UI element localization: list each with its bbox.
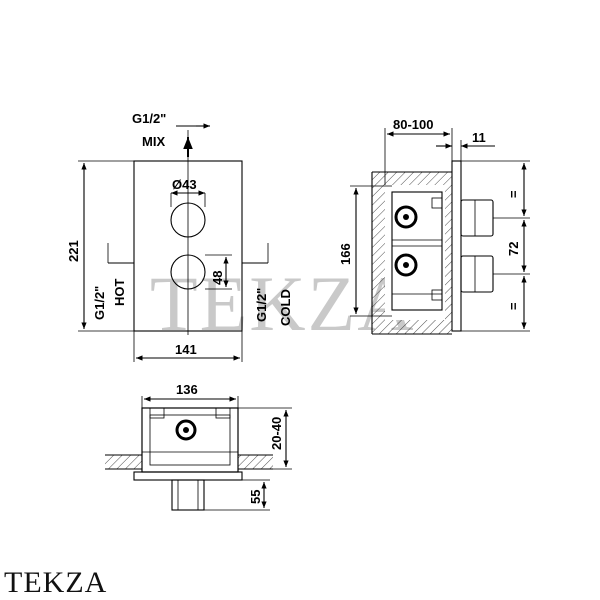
hot-label: HOT bbox=[112, 279, 127, 307]
brand-logo: TEKZA bbox=[4, 566, 108, 599]
hot-thread-label: G1/2" bbox=[92, 286, 107, 320]
side-lower-knob bbox=[460, 255, 494, 293]
upper-knob bbox=[170, 202, 206, 238]
body-height-label: 166 bbox=[338, 243, 353, 265]
bottom-cover-plate bbox=[133, 471, 243, 481]
mix-label: MIX bbox=[142, 134, 165, 149]
cold-thread-label: G1/2" bbox=[254, 288, 269, 322]
side-view: 80-100 11 166 = 72 = bbox=[338, 117, 530, 335]
diameter-label: Ø43 bbox=[172, 177, 197, 192]
equal-top-label: = bbox=[506, 190, 521, 198]
plate-thickness-label: 11 bbox=[472, 130, 486, 145]
bottom-port bbox=[175, 419, 197, 441]
knob-spacing-label: 72 bbox=[506, 242, 521, 256]
side-upper-port bbox=[394, 205, 418, 229]
side-upper-knob bbox=[460, 199, 494, 237]
side-lower-port bbox=[394, 253, 418, 277]
bottom-view: 136 20-40 55 bbox=[105, 382, 292, 511]
cold-label: COLD bbox=[278, 289, 293, 326]
protrusion-label: 55 bbox=[248, 490, 263, 504]
bottom-width-label: 136 bbox=[176, 382, 198, 397]
width-label: 141 bbox=[175, 342, 197, 357]
side-cover-plate bbox=[451, 160, 462, 332]
wall-range-label: 20-40 bbox=[269, 417, 284, 450]
lower-knob bbox=[170, 254, 206, 290]
equal-bottom-label: = bbox=[506, 302, 521, 310]
knob-offset-label: 48 bbox=[210, 271, 225, 285]
watermark: TEKZA bbox=[150, 260, 416, 347]
mix-thread-label: G1/2" bbox=[132, 111, 166, 126]
height-label: 221 bbox=[66, 240, 81, 262]
depth-range-label: 80-100 bbox=[393, 117, 433, 132]
bottom-knob bbox=[171, 479, 205, 511]
side-valve-body bbox=[391, 191, 443, 311]
front-view: Ø43 G1/2" MIX 221 141 48 G1/2" HOT G1/2"… bbox=[66, 111, 293, 362]
